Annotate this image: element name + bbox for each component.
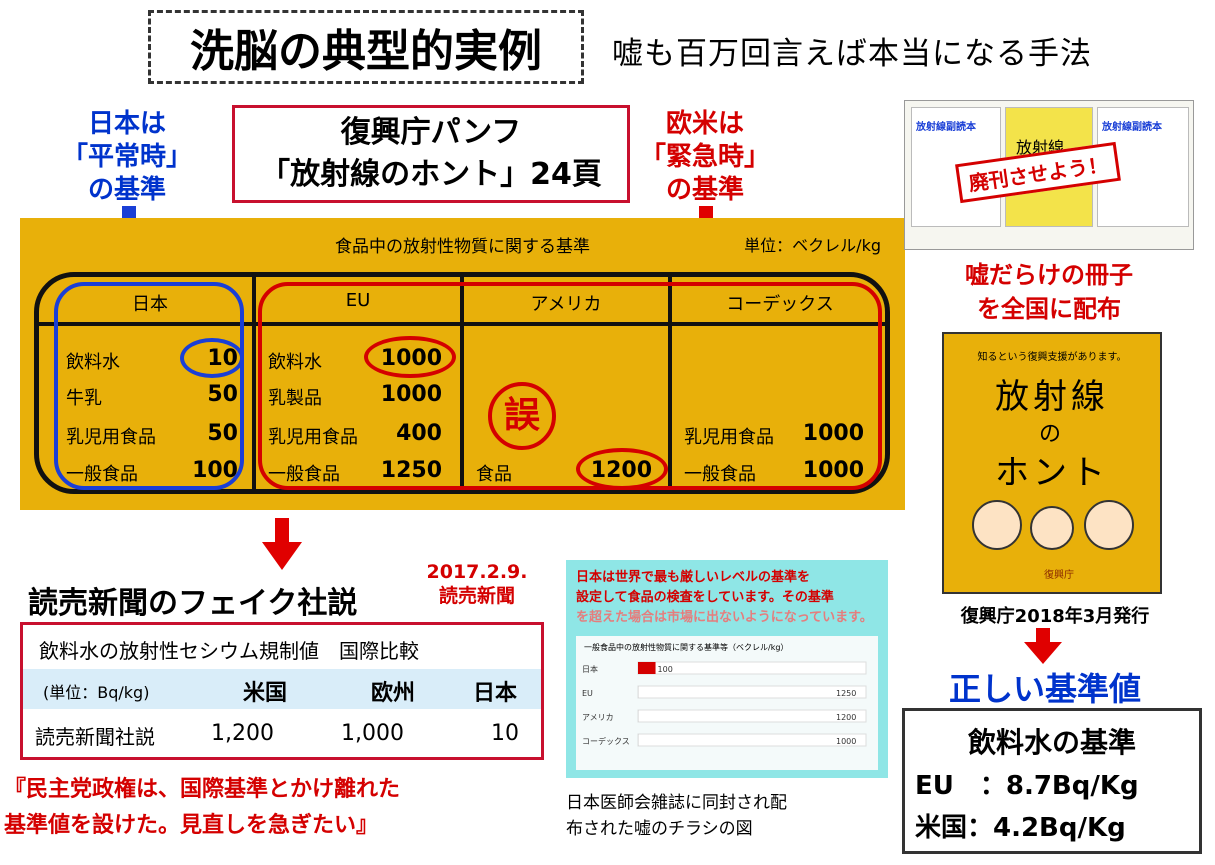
column-divider bbox=[252, 276, 256, 490]
yomiuri-quote: 『民主党政権は、国際基準とかけ離れた 基準値を設けた。見直しを急ぎたい』 bbox=[4, 777, 401, 838]
correct-box-title: 飲料水の基準 bbox=[967, 726, 1136, 759]
column-divider bbox=[668, 276, 672, 490]
chart-category-label: コーデックス bbox=[582, 736, 630, 746]
flyer-caption: 日本医師会雑誌に同封され配 布された嘘のチラシの図 bbox=[566, 793, 787, 839]
yomiuri-header-band bbox=[23, 669, 541, 709]
yomiuri-header-us: 米国 bbox=[243, 681, 288, 706]
chart-bar bbox=[638, 662, 656, 674]
yomiuri-header-eu: 欧州 bbox=[371, 681, 416, 706]
chart-category-label: EU bbox=[582, 689, 593, 698]
chart-bar-track bbox=[637, 733, 867, 747]
table-cell-value: 50 bbox=[207, 382, 238, 407]
yomiuri-row-label: 読売新聞社説 bbox=[35, 725, 155, 749]
chart-category-label: 日本 bbox=[582, 664, 598, 674]
flyer-text: 日本は世界で最も厳しいレベルの基準を 設定して食品の検査をしています。その基準 … bbox=[576, 570, 873, 625]
booklets-caption: 嘘だらけの冊子 を全国に配布 bbox=[965, 261, 1133, 323]
book-caption: 復興庁2018年3月発行 bbox=[960, 606, 1150, 627]
table-cell-value: 400 bbox=[396, 421, 442, 446]
yomiuri-header-jp: 日本 bbox=[473, 681, 518, 706]
correct-line-eu: EU ：8.7Bq/Kg bbox=[915, 771, 1139, 801]
book-title: 放射線 の ホント bbox=[995, 377, 1109, 493]
chart-bar bbox=[638, 734, 639, 746]
table-heading: 食品中の放射性物質に関する基準 bbox=[335, 237, 590, 257]
face-illustration-icon bbox=[1084, 500, 1134, 550]
column-header-usa: アメリカ bbox=[530, 294, 602, 315]
table-unit: 単位：ベクレル/kg bbox=[744, 236, 881, 255]
face-illustration-icon bbox=[972, 500, 1022, 550]
yomiuri-arrow-shaft bbox=[275, 518, 289, 544]
table-cell-label: 一般食品 bbox=[684, 464, 756, 485]
page-subtitle: 嘘も百万回言えば本当になる手法 bbox=[612, 36, 1092, 72]
chart-category-label: アメリカ bbox=[582, 713, 614, 722]
table-outline bbox=[34, 272, 890, 494]
chart-value-label: 1000 bbox=[836, 737, 856, 746]
flyer-chart-title: 一般食品中の放射性物質に関する基準等（ベクレル/kg） bbox=[584, 643, 789, 652]
column-header-codex: コーデックス bbox=[726, 294, 834, 315]
book-top-text: 知るという復興支援があります。 bbox=[977, 352, 1127, 363]
table-cell-value: 50 bbox=[207, 421, 238, 446]
table-cell-label: 乳児用食品 bbox=[684, 427, 774, 448]
yomiuri-unit: (単位：Bq/kg) bbox=[43, 683, 150, 702]
yomiuri-value-eu: 1,000 bbox=[341, 721, 404, 746]
flyer-image: 日本は世界で最も厳しいレベルの基準を 設定して食品の検査をしています。その基準 … bbox=[566, 560, 888, 778]
correct-line-us: 米国：4.2Bq/Kg bbox=[915, 813, 1126, 843]
chart-value-label: 100 bbox=[658, 665, 673, 674]
japan-label: 日本は 「平常時」 の基準 bbox=[62, 109, 193, 205]
table-cell-label: 乳児用食品 bbox=[268, 427, 358, 448]
correct-arrow-shaft bbox=[1036, 628, 1050, 644]
booklets-image: 放射線副読本 放射線 放射線副読本 廃刊させよう！ bbox=[904, 100, 1194, 250]
yomiuri-box-title: 飲料水の放射性セシウム規制値 国際比較 bbox=[39, 639, 419, 663]
eu-water-circle bbox=[364, 336, 456, 378]
table-cell-label: 乳製品 bbox=[268, 388, 322, 409]
chart-bar-track bbox=[637, 709, 867, 723]
correct-heading: 正しい基準値 bbox=[948, 670, 1141, 708]
japan-highlight-outline bbox=[54, 282, 244, 490]
japan-water-circle bbox=[180, 338, 244, 378]
booklet-cover-label: 放射線副読本 bbox=[1102, 122, 1162, 133]
usa-food-circle bbox=[576, 448, 668, 490]
table-cell-value: 1000 bbox=[802, 421, 864, 446]
error-mark: 誤 bbox=[488, 382, 556, 450]
table-cell-value: 1250 bbox=[380, 458, 442, 483]
yomiuri-value-us: 1,200 bbox=[211, 721, 274, 746]
column-header-eu: EU bbox=[345, 290, 371, 311]
west-label: 欧米は 「緊急時」 の基準 bbox=[640, 109, 771, 205]
table-cell-label: 乳児用食品 bbox=[66, 427, 156, 448]
table-cell-label: 食品 bbox=[476, 464, 512, 485]
column-header-japan: 日本 bbox=[132, 294, 168, 315]
yomiuri-value-jp: 10 bbox=[491, 721, 519, 746]
west-highlight-outline bbox=[258, 282, 882, 490]
table-cell-label: 牛乳 bbox=[66, 388, 102, 409]
column-divider bbox=[460, 276, 464, 490]
chart-value-label: 1250 bbox=[836, 689, 856, 698]
face-illustration-icon bbox=[1030, 506, 1074, 550]
booklet-cover-label: 放射線副読本 bbox=[916, 122, 976, 133]
correct-arrow-down-icon bbox=[1024, 642, 1062, 664]
pamphlet-label-box: 復興庁パンフ 「放射線のホント」24頁 bbox=[232, 105, 630, 203]
chart-bar-track bbox=[637, 685, 867, 699]
book-cover: 知るという復興支援があります。 放射線 の ホント 復興庁 bbox=[942, 332, 1162, 594]
book-publisher: 復興庁 bbox=[1044, 570, 1074, 581]
correct-box: 飲料水の基準 EU ：8.7Bq/Kg 米国：4.2Bq/Kg bbox=[902, 708, 1202, 854]
chart-bar bbox=[638, 710, 639, 722]
yomiuri-date: 2017.2.9. 読売新聞 bbox=[426, 561, 528, 607]
table-cell-label: 飲料水 bbox=[66, 352, 120, 373]
standards-panel: 食品中の放射性物質に関する基準 単位：ベクレル/kg 日本 EU アメリカ コー… bbox=[20, 218, 905, 510]
table-cell-value: 1000 bbox=[380, 382, 442, 407]
page-title: 洗脳の典型的実例 bbox=[148, 10, 584, 84]
yomiuri-table-box: 飲料水の放射性セシウム規制値 国際比較 (単位：Bq/kg) 米国 欧州 日本 … bbox=[20, 622, 544, 760]
yomiuri-heading: 読売新聞のフェイク社説 bbox=[28, 586, 358, 621]
table-cell-label: 飲料水 bbox=[268, 352, 322, 373]
yomiuri-arrow-down-icon bbox=[262, 542, 302, 570]
chart-value-label: 1200 bbox=[836, 713, 856, 722]
table-cell-label: 一般食品 bbox=[66, 464, 138, 485]
chart-bar bbox=[638, 686, 639, 698]
